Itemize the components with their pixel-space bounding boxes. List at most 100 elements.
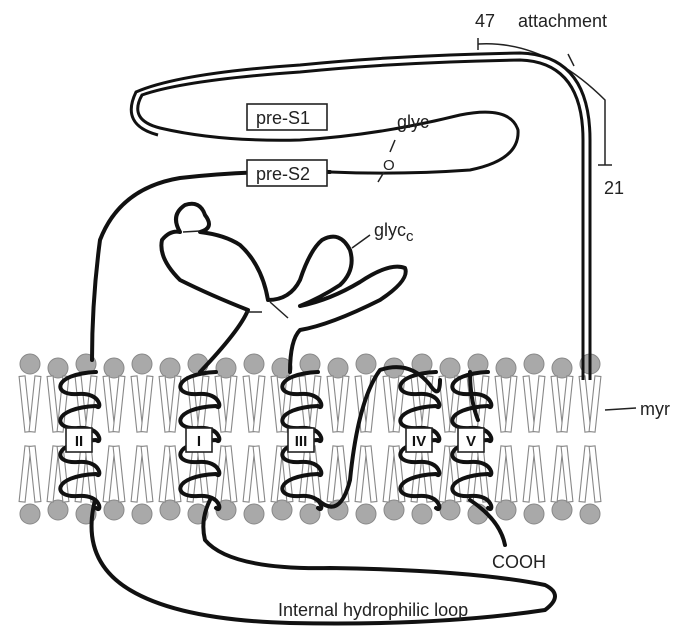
pre-s1-domain-chain-inner [131,53,590,380]
lipid-tail [243,446,255,502]
glyc-leader [390,140,395,152]
lipid-head-bottom [244,504,264,524]
pre-s1-domain-chain [138,60,583,380]
lipid-head-top [48,358,68,378]
lipid-tail [579,376,591,432]
lipid-tail [495,376,507,432]
lipid-tail [29,376,41,432]
lipid-head-top [356,354,376,374]
lipid-tail [561,376,573,432]
lipid-head-bottom [48,500,68,520]
lipid-head-top [440,358,460,378]
lipid-tail [47,446,59,502]
lipid-tail [141,446,153,502]
lipid-tail [159,446,171,502]
segment-label: IV [412,433,426,450]
myr-leader [605,408,636,410]
label-attachment: attachment [518,11,607,31]
lipid-tail [309,376,321,432]
lipid-tail [327,376,339,432]
lipid-head-bottom [580,504,600,524]
lipid-tail [187,376,199,432]
lipid-tail [505,376,517,432]
lipid-tail [75,376,87,432]
lipid-head-top [552,358,572,378]
lipid-tail [131,446,143,502]
glyc-c-leader [352,235,370,248]
label-47: 47 [475,11,495,31]
lipid-tail [365,446,377,502]
lipid-tail [253,446,265,502]
lipid-head-top [160,358,180,378]
lipid-tail [327,446,339,502]
lipid-tail [113,376,125,432]
lipid-tail [159,376,171,432]
pre-s2-chain [92,172,330,360]
lipid-head-bottom [496,500,516,520]
lipid-tail [589,376,601,432]
lipid-head-top [496,358,516,378]
lipid-head-bottom [20,504,40,524]
lipid-tail [141,376,153,432]
lipid-tail [243,376,255,432]
label-glyc-c: glycc [374,220,414,245]
lipid-head-bottom [384,500,404,520]
label-pre-s2: pre-S2 [256,164,310,184]
lipid-tail [589,446,601,502]
lipid-head-top [524,354,544,374]
lipid-tail [551,446,563,502]
lipid-tail [505,446,517,502]
lipid-head-bottom [524,504,544,524]
lipid-tail [383,446,395,502]
lipid-tail [533,446,545,502]
lipid-head-bottom [104,500,124,520]
lipid-head-bottom [272,500,292,520]
lipid-tail [495,446,507,502]
lipid-tail [533,376,545,432]
lipid-tail [131,376,143,432]
label-pre-s1: pre-S1 [256,108,310,128]
lipid-tail [523,376,535,432]
lipid-head-top [132,354,152,374]
disulfide-bar-1 [183,231,200,232]
lipid-tail [113,446,125,502]
lipid-tail [47,376,59,432]
lipid-tail [551,376,563,432]
lipid-tail [477,376,489,432]
lipid-head-bottom [132,504,152,524]
lipid-tail [19,446,31,502]
lipid-tail [337,376,349,432]
lipid-tail [579,446,591,502]
lipid-head-top [104,358,124,378]
lipid-head-bottom [412,504,432,524]
segment-label: III [295,433,308,450]
lipid-head-top [244,354,264,374]
label-glyc-o: O [383,157,395,174]
label-internal-loop: Internal hydrophilic loop [278,600,468,620]
lipid-tail [225,446,237,502]
lipid-tail [253,376,265,432]
segment-label: II [75,433,83,450]
lipid-head-top [328,358,348,378]
lipid-tail [225,376,237,432]
lipid-head-bottom [440,500,460,520]
lipid-tail [29,446,41,502]
lipid-head-bottom [552,500,572,520]
disulfide-bar-3 [270,302,288,318]
lipid-head-bottom [160,500,180,520]
label-21: 21 [604,178,624,198]
lipid-tail [85,376,97,432]
label-myr: myr [640,399,670,419]
segment-label: I [197,433,201,450]
lipid-tail [197,376,209,432]
lipid-tail [355,446,367,502]
tick-mid [568,54,574,66]
lumenal-loop-I [161,204,405,372]
lipid-tail [523,446,535,502]
lipid-tail [103,376,115,432]
lipid-tail [561,446,573,502]
segment-label: V [466,433,476,450]
label-glyc: glyc [397,112,429,132]
